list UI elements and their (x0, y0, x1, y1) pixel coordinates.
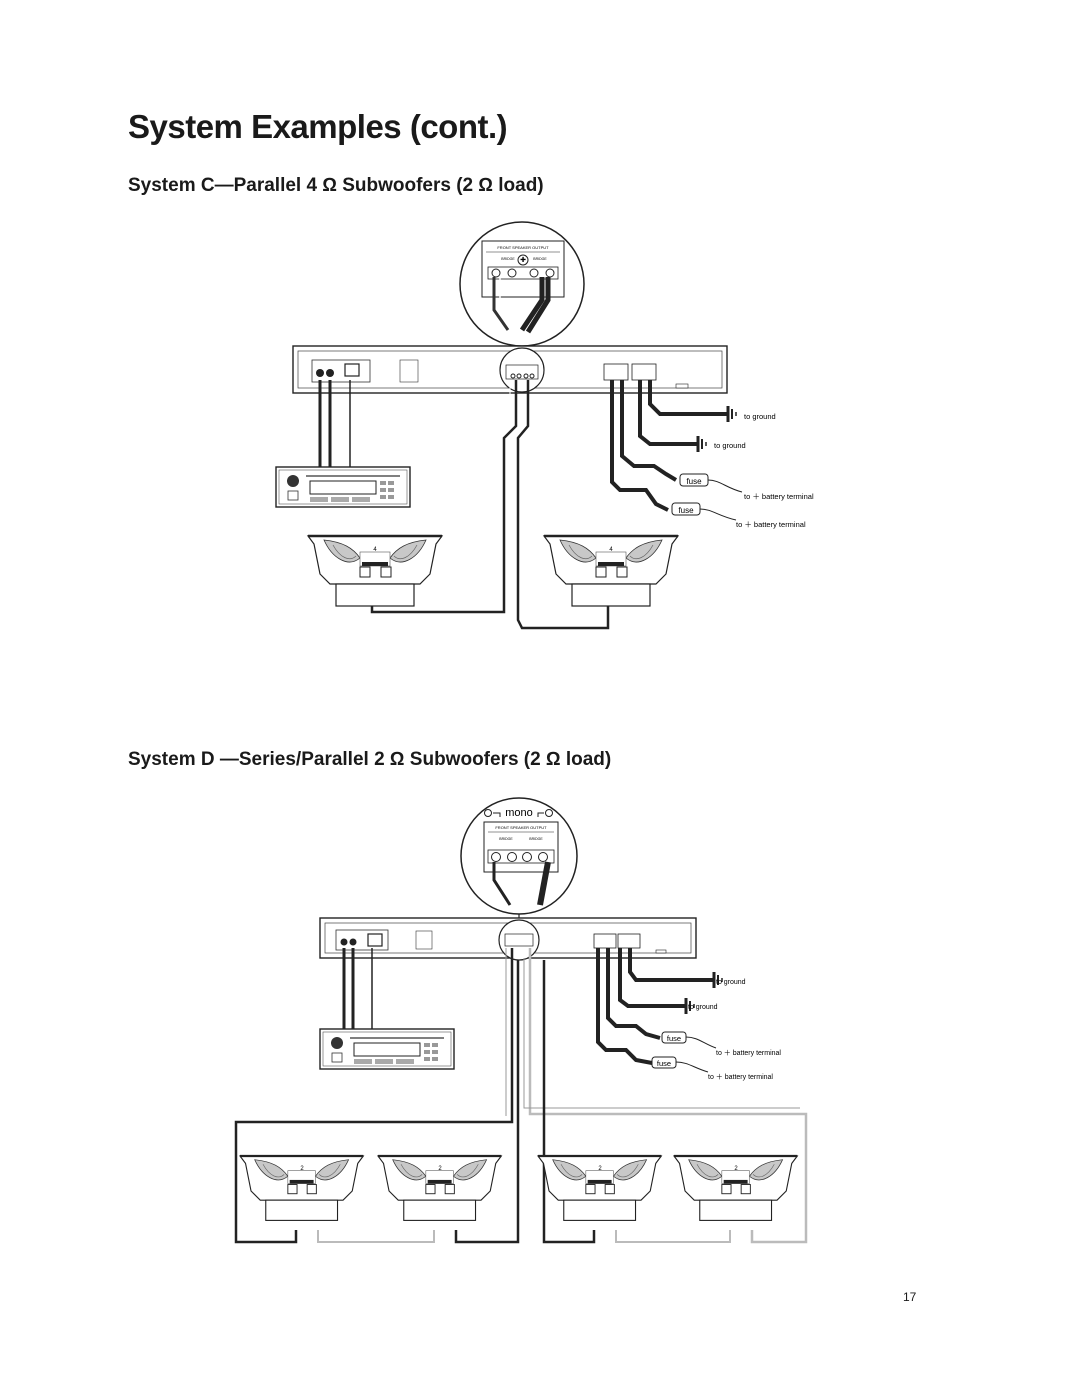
system-d-heading: System D —Series/Parallel 2 Ω Subwoofers… (128, 749, 612, 770)
bridge-label-left: BRIDGE (501, 257, 515, 261)
ground-label-1: to ground (716, 979, 746, 986)
ground-label-2: to ground (688, 1004, 718, 1011)
sub-impedance: 4 (373, 547, 377, 553)
system-d-diagram: mono FRONT SPEAKER OUTPUT BRIDGE BRIDGE (234, 797, 808, 1244)
sub-impedance: 4 (609, 547, 613, 553)
battery-label-2: to ＋ battery terminal (708, 1073, 773, 1081)
bridge-label-left: BRIDGE (499, 837, 513, 841)
bridge-label-right: BRIDGE (529, 837, 543, 841)
ground-label-1: to ground (744, 412, 776, 421)
fuse-label-2: fuse (678, 506, 694, 515)
terminal-panel-label: FRONT SPEAKER OUTPUT (495, 825, 547, 830)
head-unit (319, 1028, 455, 1070)
sub-impedance: 2 (734, 1166, 738, 1172)
amplifier (319, 917, 697, 961)
system-c-diagram: FRONT SPEAKER OUTPUT BRIDGE BRIDGE ✚ (275, 221, 814, 630)
system-c-heading: System C—Parallel 4 Ω Subwoofers (2 Ω lo… (128, 175, 544, 196)
mono-label: mono (505, 807, 533, 819)
zoom-terminal-detail: mono FRONT SPEAKER OUTPUT BRIDGE BRIDGE (460, 797, 578, 922)
fuse-label-1: fuse (667, 1034, 681, 1043)
page-number: 17 (903, 1290, 917, 1304)
battery-label-2: to ＋ battery terminal (736, 520, 806, 529)
page-title: System Examples (cont.) (128, 108, 508, 145)
svg-text:✚: ✚ (520, 256, 526, 264)
bridge-label-right: BRIDGE (533, 257, 547, 261)
head-unit (275, 466, 411, 508)
zoom-terminal-detail: FRONT SPEAKER OUTPUT BRIDGE BRIDGE ✚ (459, 221, 585, 352)
ground-label-2: to ground (714, 441, 746, 450)
terminal-panel-label: FRONT SPEAKER OUTPUT (497, 245, 549, 250)
sub-impedance: 2 (598, 1166, 602, 1172)
fuse-label-1: fuse (686, 477, 702, 486)
sub-impedance: 2 (438, 1166, 442, 1172)
battery-label-1: to ＋ battery terminal (744, 492, 814, 501)
battery-label-1: to ＋ battery terminal (716, 1049, 781, 1057)
fuse-label-2: fuse (657, 1059, 671, 1068)
sub-impedance: 2 (300, 1166, 304, 1172)
